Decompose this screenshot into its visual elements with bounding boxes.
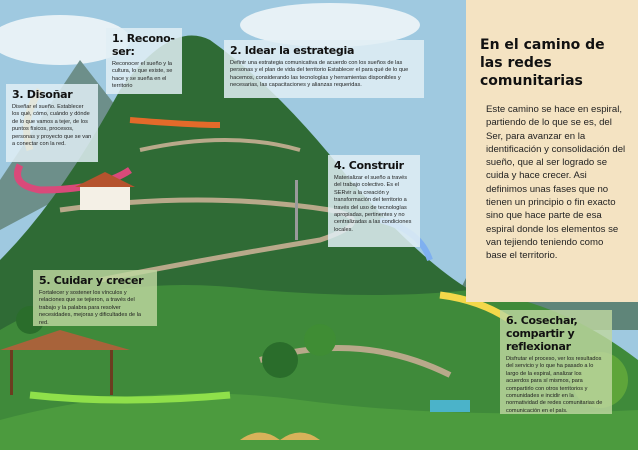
step-2-box: 2. Idear la estrategia Definir una estra… [224, 40, 424, 98]
step-3-text: Diseñar el sueño. Establecer los qué, có… [12, 104, 92, 148]
step-2-text: Definir una estrategia comunicativa de a… [230, 60, 409, 89]
intro-panel: En el camino de las redes comunitarias E… [466, 0, 638, 302]
step-6-text: Disfrutar el proceso, ver los resultados… [506, 356, 603, 414]
step-1-text: Reconocer el sueño y la cultura, lo que … [112, 61, 173, 90]
step-1-box: 1. Recono-ser: Reconocer el sueño y la c… [106, 28, 182, 94]
step-5-text: Fortalecer y sostener los vínculos y rel… [39, 290, 141, 326]
step-6-box: 6. Cosechar, compartir y reflexionar Dis… [500, 310, 612, 414]
step-4-text: Materializar el sueño a través del traba… [334, 175, 412, 233]
house [80, 185, 130, 210]
antenna-pole [295, 180, 298, 240]
step-4-title: 4. Construir [334, 159, 404, 172]
intro-body: Este camino se hace en espiral, partiend… [486, 104, 626, 262]
step-5-title: 5. Cuidar y crecer [39, 274, 144, 287]
step-3-title: 3. Disoñar [12, 88, 73, 101]
step-5-box: 5. Cuidar y crecer Fortalecer y sostener… [33, 270, 157, 326]
step-1-title: 1. Recono-ser: [112, 32, 175, 58]
step-6-title: 6. Cosechar, compartir y reflexionar [506, 314, 578, 353]
step-4-box: 4. Construir Materializar el sueño a tra… [328, 155, 420, 247]
step-3-box: 3. Disoñar Diseñar el sueño. Establecer … [6, 84, 98, 162]
shelter-roof [0, 330, 130, 350]
intro-title: En el camino de las redes comunitarias [480, 37, 605, 89]
step-2-title: 2. Idear la estrategia [230, 44, 355, 57]
